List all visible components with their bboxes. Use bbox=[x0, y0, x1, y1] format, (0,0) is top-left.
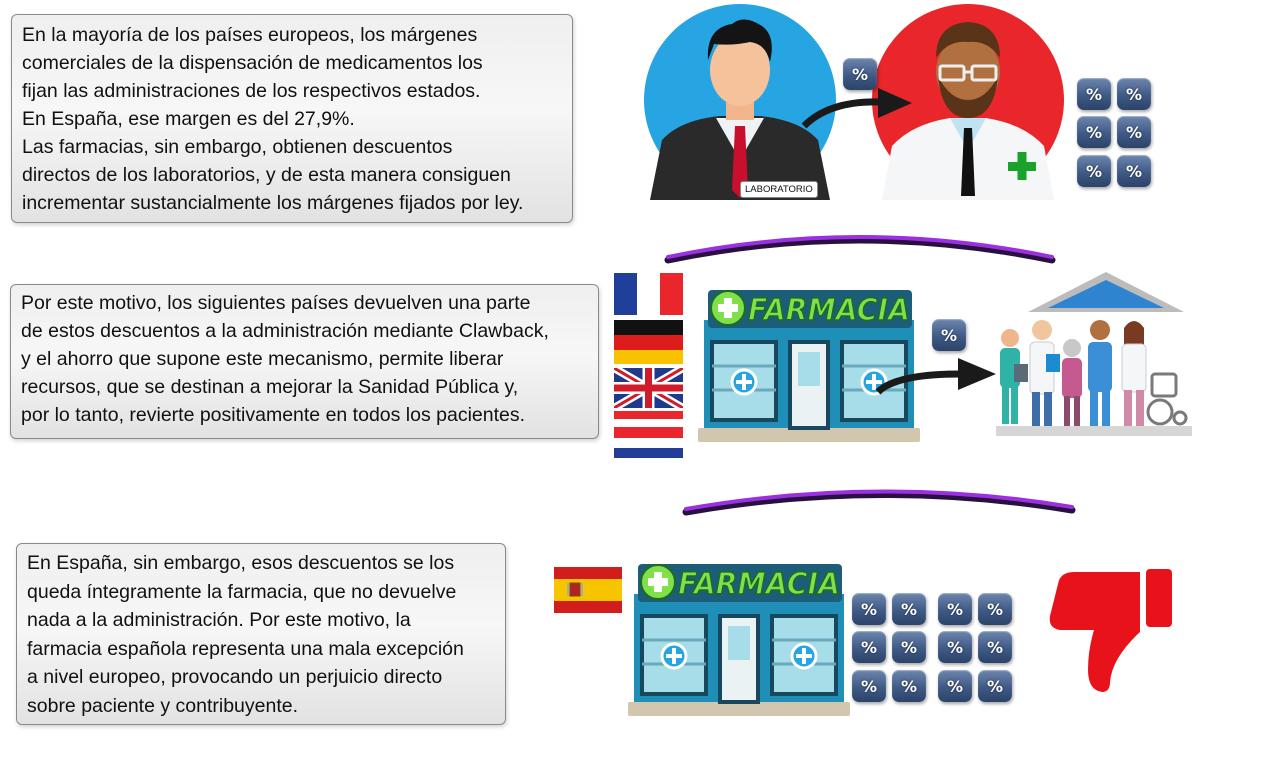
percent-icon: % bbox=[978, 593, 1012, 625]
laboratory-label: LABORATORIO bbox=[740, 181, 818, 198]
percent-icon: % bbox=[1117, 116, 1151, 148]
flag-netherlands-icon bbox=[614, 427, 683, 458]
percent-icon: % bbox=[892, 631, 926, 663]
intro-line-3: fijan las administraciones de los respec… bbox=[22, 80, 481, 102]
percent-icon: % bbox=[938, 670, 972, 702]
flag-spain-icon bbox=[554, 567, 622, 613]
intro-line-5: Las farmacias, sin embargo, obtienen des… bbox=[22, 136, 453, 158]
pharmacist-icon bbox=[872, 4, 1064, 200]
percent-icon: % bbox=[1077, 78, 1111, 110]
flag-france-icon bbox=[614, 273, 683, 315]
clawback-line-5: por lo tanto, revierte positivamente en … bbox=[21, 404, 526, 426]
intro-line-1: En la mayoría de los países europeos, lo… bbox=[22, 24, 478, 46]
percent-icon: % bbox=[938, 593, 972, 625]
intro-line-2: comerciales de la dispensación de medica… bbox=[22, 52, 483, 74]
pharmacy-icon: FARMACIA bbox=[698, 290, 920, 442]
pharmacy-sign-text: FARMACIA bbox=[748, 293, 910, 328]
clawback-line-3: y el ahorro que supone este mecanismo, p… bbox=[21, 348, 504, 370]
intro-line-4: En España, ese margen es del 27,9%. bbox=[22, 108, 355, 130]
percent-icon: % bbox=[978, 670, 1012, 702]
intro-line-7: incrementar sustancialmente los márgenes… bbox=[22, 192, 524, 214]
hospital-staff-icon bbox=[996, 272, 1192, 436]
percent-icon: % bbox=[843, 58, 877, 90]
spain-line-4: farmacia española representa una mala ex… bbox=[27, 637, 464, 660]
clawback-line-4: recursos, que se destinan a mejorar la S… bbox=[21, 376, 519, 398]
spain-line-6: sobre paciente y contribuyente. bbox=[27, 694, 299, 717]
spain-line-1: En España, sin embargo, esos descuentos … bbox=[27, 552, 455, 574]
intro-text-box: En la mayoría de los países europeos, lo… bbox=[11, 14, 573, 223]
percent-icon: % bbox=[1077, 155, 1111, 187]
pharmacy-icon: FARMACIA bbox=[628, 564, 850, 716]
percent-icon: % bbox=[852, 631, 886, 663]
percent-icon: % bbox=[932, 319, 966, 351]
clawback-line-2: de estos descuentos a la administración … bbox=[21, 320, 549, 342]
businessman-icon bbox=[644, 4, 836, 200]
percent-icon: % bbox=[892, 670, 926, 702]
spain-line-3: nada a la administración. Por este motiv… bbox=[27, 609, 411, 631]
thumbs-down-icon bbox=[1049, 569, 1172, 692]
pharmacy-sign-text: FARMACIA bbox=[678, 567, 840, 602]
clawback-text-box: Por este motivo, los siguientes países d… bbox=[10, 284, 599, 439]
section-divider bbox=[664, 235, 1056, 264]
percent-icon: % bbox=[1077, 116, 1111, 148]
flag-united-kingdom-icon bbox=[614, 368, 683, 408]
percent-icon: % bbox=[1117, 78, 1151, 110]
spain-text-box: En España, sin embargo, esos descuentos … bbox=[16, 543, 506, 725]
flag-austria-icon bbox=[614, 411, 683, 427]
arrow-icon bbox=[875, 358, 996, 395]
clawback-line-1: Por este motivo, los siguientes países d… bbox=[21, 292, 531, 314]
arrow-icon bbox=[801, 88, 912, 129]
spain-line-2: queda íntegramente la farmacia, que no d… bbox=[27, 580, 457, 603]
percent-icon: % bbox=[852, 670, 886, 702]
percent-icon: % bbox=[978, 631, 1012, 663]
intro-line-6: directos de los laboratorios, y de esta … bbox=[22, 164, 511, 186]
percent-icon: % bbox=[892, 593, 926, 625]
section-divider bbox=[682, 489, 1076, 516]
spain-line-5: a nivel europeo, provocando un perjuicio… bbox=[27, 666, 443, 688]
flag-germany-icon bbox=[614, 320, 683, 364]
percent-icon: % bbox=[938, 631, 972, 663]
percent-icon: % bbox=[1117, 155, 1151, 187]
percent-icon: % bbox=[852, 593, 886, 625]
